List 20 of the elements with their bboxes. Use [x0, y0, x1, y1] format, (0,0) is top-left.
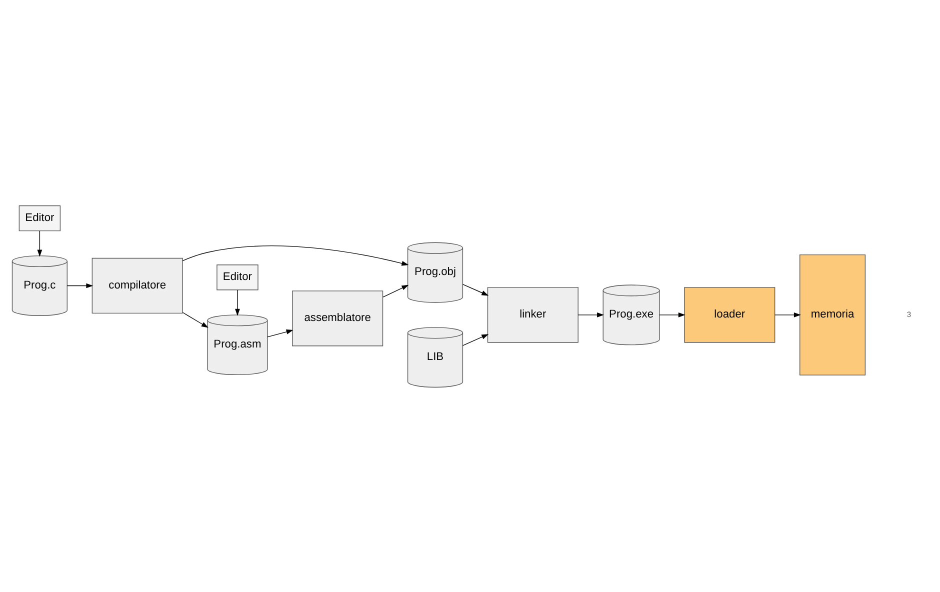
- arrow: [267, 329, 294, 337]
- arrow: [774, 312, 801, 317]
- arrow: [182, 245, 409, 266]
- arrow: [182, 312, 208, 328]
- arrow: [382, 284, 409, 297]
- node-box: linker: [487, 286, 578, 342]
- node-box: loader: [684, 286, 776, 342]
- node-box: Editor: [216, 264, 258, 290]
- arrow: [578, 312, 604, 317]
- arrow: [235, 289, 240, 316]
- arrow: [462, 283, 489, 296]
- node-box: assemblatore: [292, 290, 384, 346]
- arrow: [659, 312, 686, 317]
- arrow: [37, 230, 42, 256]
- label: 3: [906, 309, 912, 318]
- node-box: Editor: [18, 204, 61, 231]
- arrow: [462, 334, 489, 346]
- node-box: compilatore: [92, 257, 183, 314]
- arrow: [66, 282, 94, 288]
- node-box: memoria: [800, 254, 866, 375]
